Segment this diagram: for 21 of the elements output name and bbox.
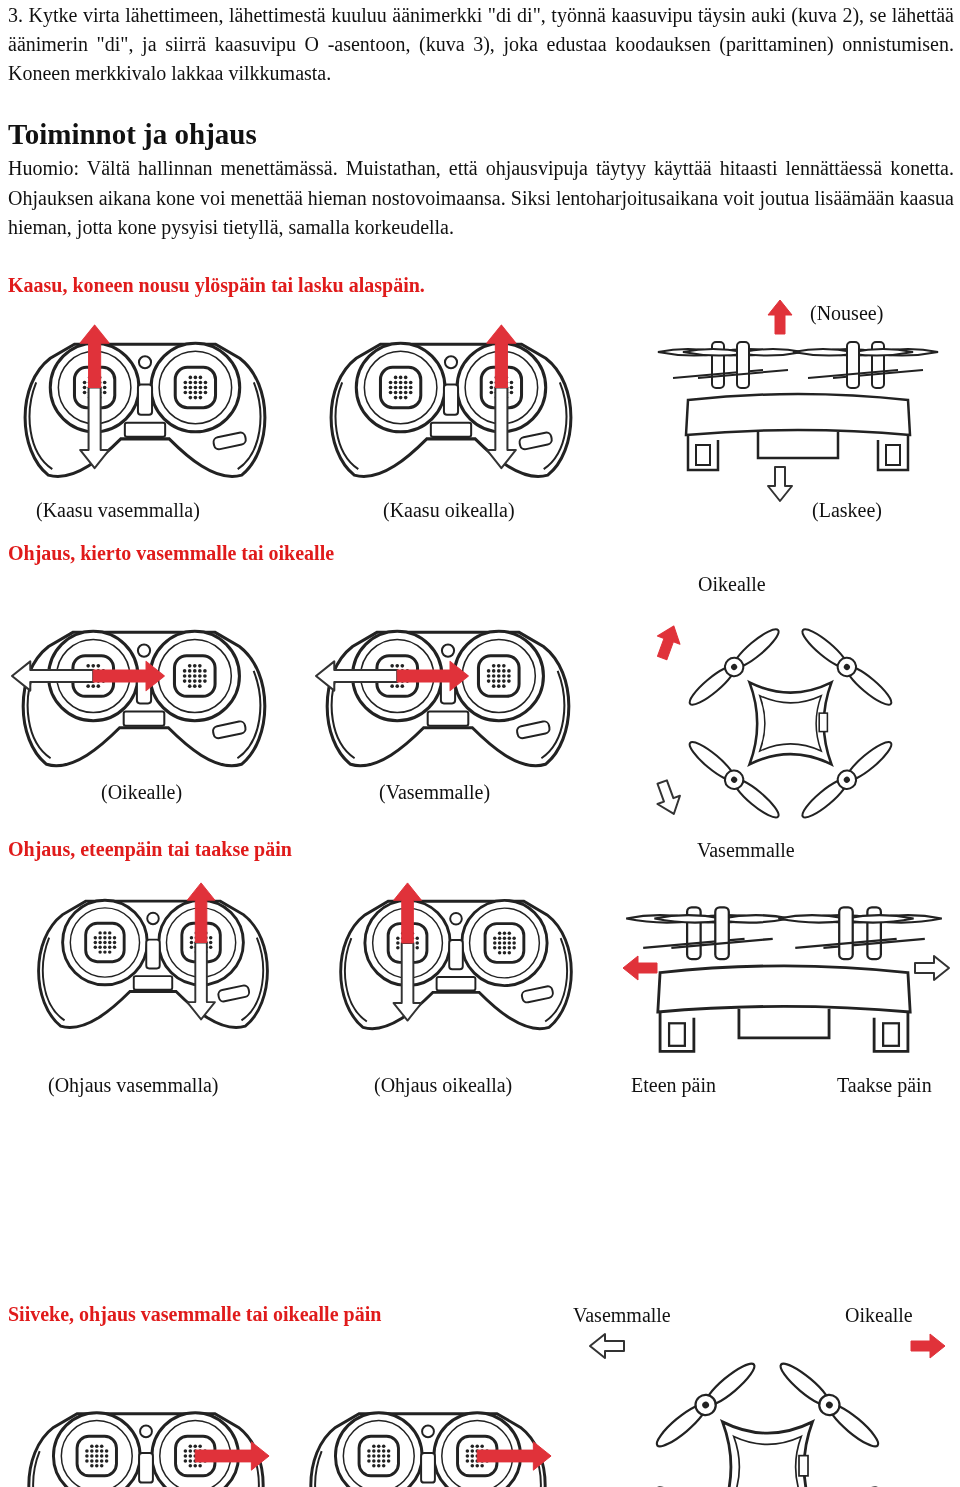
section-heading: Toiminnot ja ohjaus — [8, 117, 257, 152]
caption: (Vasemmalle) — [379, 780, 491, 804]
caption: Eteen päin — [631, 1073, 716, 1097]
paragraph: 3. Kytke virta lähettimeen, lähettimestä kuuluu äänimerkki "di di", työnnä kaasuvipu täysin auki (kuva 2), se lähettää äänimerin "di", ja siirrä kaasuvipu O -asentoon, (kuva 3), joka edustaa koodauksen (parittaminen) onnistumisen. Koneen merkkivalo lakkaa vilkkumasta. — [8, 3, 954, 86]
caption: Vasemmalle — [697, 838, 795, 862]
caption: (Oikealle) — [101, 780, 183, 804]
section-heading: Siiveke, ohjaus vasemmalle tai oikealle päin — [8, 1302, 382, 1326]
caption: (Ohjaus vasemmalla) — [48, 1073, 219, 1097]
section-heading: Ohjaus, kierto vasemmalle tai oikealle — [8, 541, 335, 565]
section-heading: Kaasu, koneen nousu ylöspäin tai lasku alaspäin. — [8, 273, 425, 297]
caption: Vasemmalle — [573, 1303, 671, 1327]
caption: Oikealle — [845, 1303, 913, 1327]
caption: Taakse päin — [837, 1073, 932, 1097]
caption: (Kaasu vasemmalla) — [36, 498, 200, 522]
section-heading: Ohjaus, eteenpäin tai taakse päin — [8, 837, 292, 861]
caption: Oikealle — [698, 572, 766, 596]
caption: (Laskee) — [812, 498, 882, 522]
paragraph: Huomio: Vältä hallinnan menettämässä. Muistathan, että ohjausvipuja täytyy käyttää hitaasti lennättäessä konetta. Ohjauksen aikana kone voi menettää hieman nostovoimaansa. Siksi lentoharjoitusaikana voit joutua lisäämään kaasua hieman, jotta kone pysyisi tietyllä, samalla korkeudella. — [8, 156, 954, 241]
caption: (Kaasu oikealla) — [383, 498, 515, 522]
caption: (Nousee) — [810, 301, 884, 325]
caption: (Ohjaus oikealla) — [374, 1073, 513, 1097]
